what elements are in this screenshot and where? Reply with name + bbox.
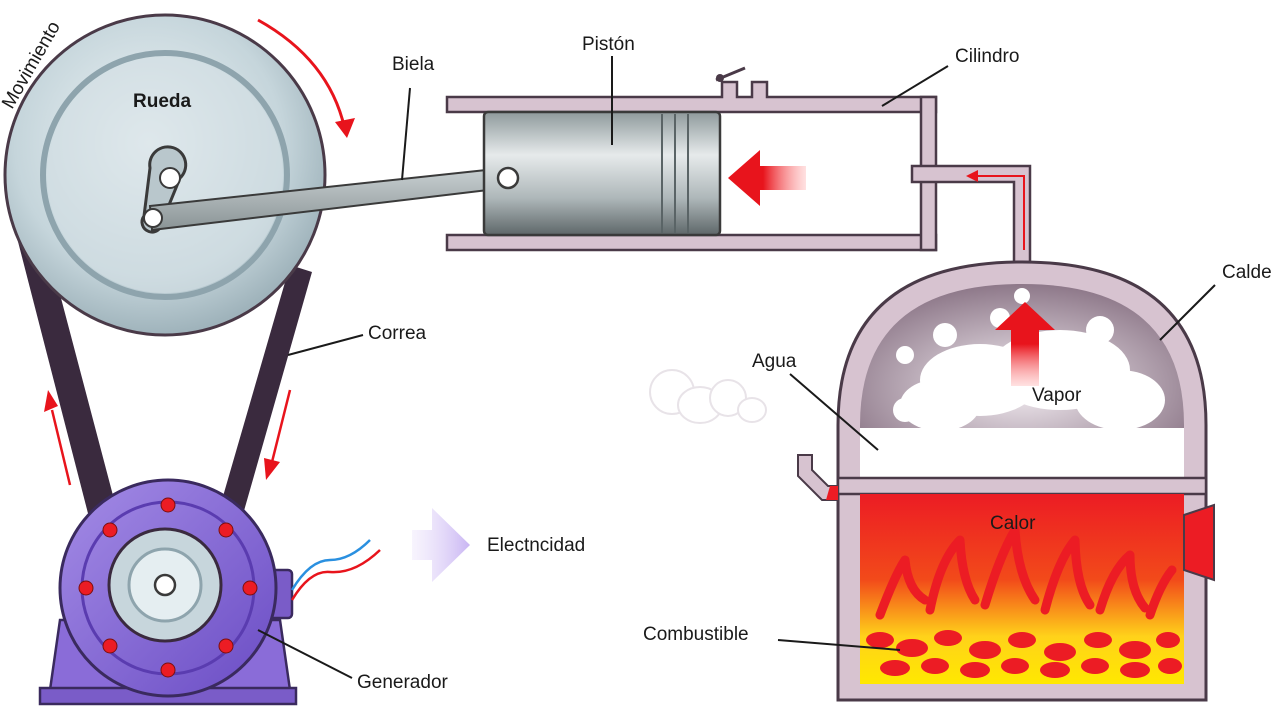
label-piston: Pistón (582, 34, 635, 55)
piston (482, 110, 722, 237)
label-correa: Correa (368, 323, 427, 344)
belt (14, 226, 312, 560)
fuel-coals (866, 630, 1182, 678)
rotation-arrow (257, 18, 347, 131)
flywheel (3, 13, 327, 337)
label-caldera: Calde (1222, 262, 1272, 283)
label-electricidad: Electncidad (487, 535, 585, 556)
cylinder (445, 66, 938, 252)
label-biela: Biela (392, 54, 435, 75)
label-generador: Generador (357, 672, 449, 693)
generator (38, 478, 298, 706)
label-combustible: Combustible (643, 624, 749, 645)
label-cilindro: Cilindro (955, 46, 1019, 67)
generator-wires (290, 539, 381, 601)
exhaust-steam (649, 369, 767, 424)
rotation-arrow-head (335, 118, 355, 138)
steam-clouds (893, 288, 1165, 431)
belt-arrow-up (44, 390, 72, 486)
label-agua: Agua (752, 351, 797, 372)
electricity-arrow (412, 508, 470, 582)
leader-lines (257, 56, 1216, 679)
steam-up-arrow (995, 302, 1055, 386)
connecting-rod (143, 166, 506, 232)
label-rueda: Rueda (133, 91, 192, 112)
flames (875, 525, 1177, 620)
belt-arrow-down (264, 389, 292, 480)
piston-force-arrow (728, 150, 806, 206)
label-calor: Calor (990, 513, 1036, 534)
label-vapor: Vapor (1032, 385, 1082, 406)
